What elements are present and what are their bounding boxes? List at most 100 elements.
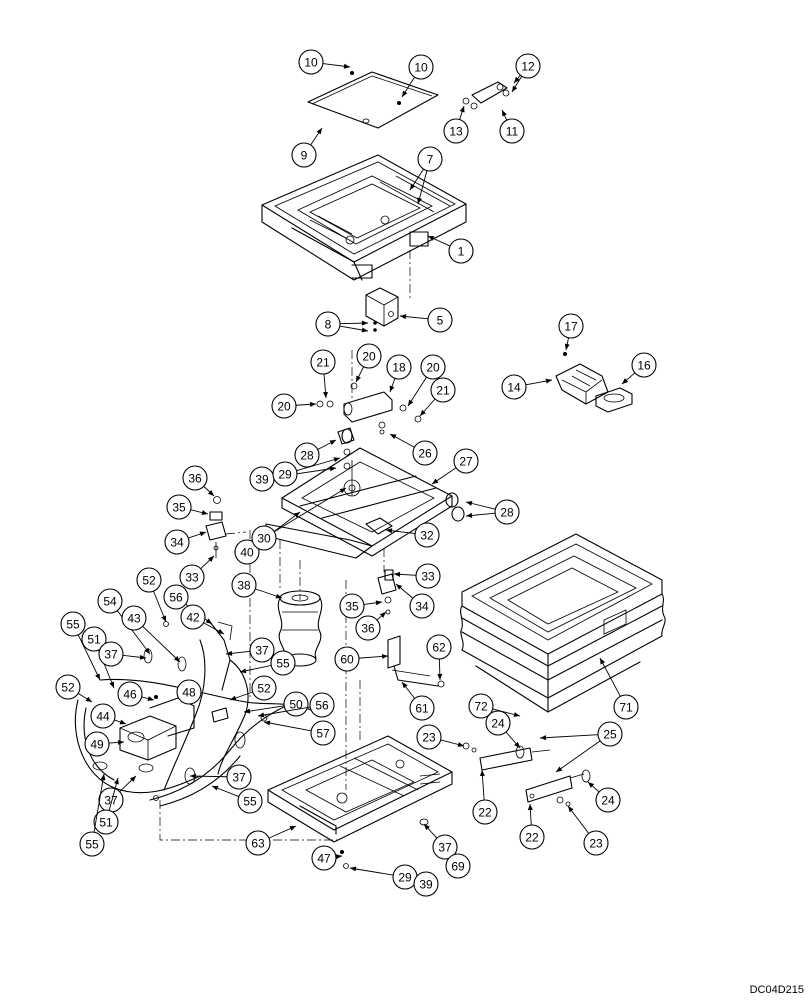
leader-line [257,706,311,717]
leader-arrowhead [139,654,146,660]
callout-balloon [613,694,639,720]
leader-arrowhead [275,593,282,599]
callout-balloon [93,809,119,835]
callout-balloon [420,354,446,380]
callout-number: 72 [474,700,488,714]
leader-arrowhead [588,782,595,788]
leader-line [243,705,285,713]
callout-balloon [339,593,365,619]
leader-arrowhead [514,741,520,748]
leader-arrowhead [437,673,443,680]
callout-number: 63 [251,837,265,851]
callout-balloon [415,563,441,589]
callout-number: 42 [186,611,200,625]
callout-cap-right: 36 [355,611,387,641]
callout-balloon [310,349,336,375]
callout-balloon [245,830,271,856]
callout-seat-cover-plate: 9 [291,127,323,168]
drawing-code-label: DC04D215 [749,984,804,996]
mounting-block [365,287,399,332]
callout-balloon [311,845,337,871]
callout-tee-fitting: 43 [121,605,181,663]
leader-arrowhead [356,375,361,382]
callout-clip-center: 37 [225,637,275,663]
callout-balloon [179,564,205,590]
callout-number: 71 [619,701,633,715]
leader-arrowhead [226,650,233,656]
callout-number: 52 [142,574,156,588]
leader-arrowhead [109,681,115,688]
callout-balloon [453,448,479,474]
leader-arrowhead [323,391,328,398]
small-bracket [462,81,510,110]
callout-balloon [494,499,520,525]
callout-rod-link: 61 [401,681,435,721]
leader-arrowhead [350,866,357,872]
callout-balloon [472,799,498,825]
callout-number: 54 [103,595,117,609]
callout-balloon [84,731,110,757]
callout-pivot-bolt-right: 21 [419,377,456,417]
callout-balloon [334,646,360,672]
callout-washer-left: 20 [271,393,317,419]
callout-number: 52 [257,682,271,696]
callout-bolt-upper: 29 [272,457,341,487]
callout-number: 10 [414,61,428,75]
callout-clamp-center: 55 [239,650,296,676]
leader-arrowhead [568,806,574,813]
callout-washer-top: 20 [355,343,382,383]
callout-balloon [117,681,143,707]
leader-arrowhead [502,110,507,117]
seat-cover-plate [307,71,439,129]
callout-number: 33 [185,571,199,585]
leader-arrowhead [293,512,300,518]
callout-number: 37 [255,644,269,658]
callout-balloon [417,146,443,172]
callout-base-washer: 39 [413,871,439,897]
leader-arrowhead [428,236,435,241]
callout-cover-screw-right: 10 [401,54,434,98]
callout-hose-b: 52 [55,674,93,703]
leader-arrowhead [114,778,119,785]
callout-number: 13 [449,125,463,139]
leader-arrowhead [207,556,214,562]
callout-balloon [432,834,458,860]
callout-number: 55 [243,795,257,809]
callout-balloon [249,637,275,663]
callout-adjust-lever: 14 [501,374,553,400]
callout-number: 69 [451,860,465,874]
leader-arrowhead [333,457,340,463]
leader-arrowhead [361,320,368,326]
leader-arrowhead [545,378,552,384]
callout-balloon [182,465,208,491]
callout-compressor-screw: 46 [117,681,155,707]
callout-small-bracket: 11 [499,109,525,144]
callout-number: 25 [603,728,617,742]
leader-line [539,734,599,739]
callout-balloon [98,641,124,667]
callout-number: 51 [99,816,113,830]
leader-arrowhead [212,785,219,791]
callout-number: 32 [420,529,434,543]
leader-arrowhead [144,647,150,654]
callout-balloon [60,611,86,637]
callout-number: 28 [300,449,314,463]
callout-balloon [97,588,123,614]
callout-compressor: 44 [90,703,127,729]
shock-absorbers [462,742,591,807]
callout-pin-right: 33 [393,563,441,589]
callout-hose-c: 52 [229,675,277,701]
leader-arrowhead [117,739,124,745]
leader-arrowhead [147,696,154,701]
callout-pin-left: 33 [179,555,215,590]
callout-shock-absorbers: 25 [539,721,623,773]
leader-arrowhead [424,824,430,831]
callout-base-bolt: 29 [349,864,418,890]
damper-mount-right [377,569,397,615]
callout-number: 30 [257,532,271,546]
leader-arrowhead [161,615,167,622]
callout-balloon [595,787,621,813]
callout-clamp-lowest: 55 [79,773,106,857]
callout-balloon [558,313,584,339]
callout-number: 29 [398,871,412,885]
